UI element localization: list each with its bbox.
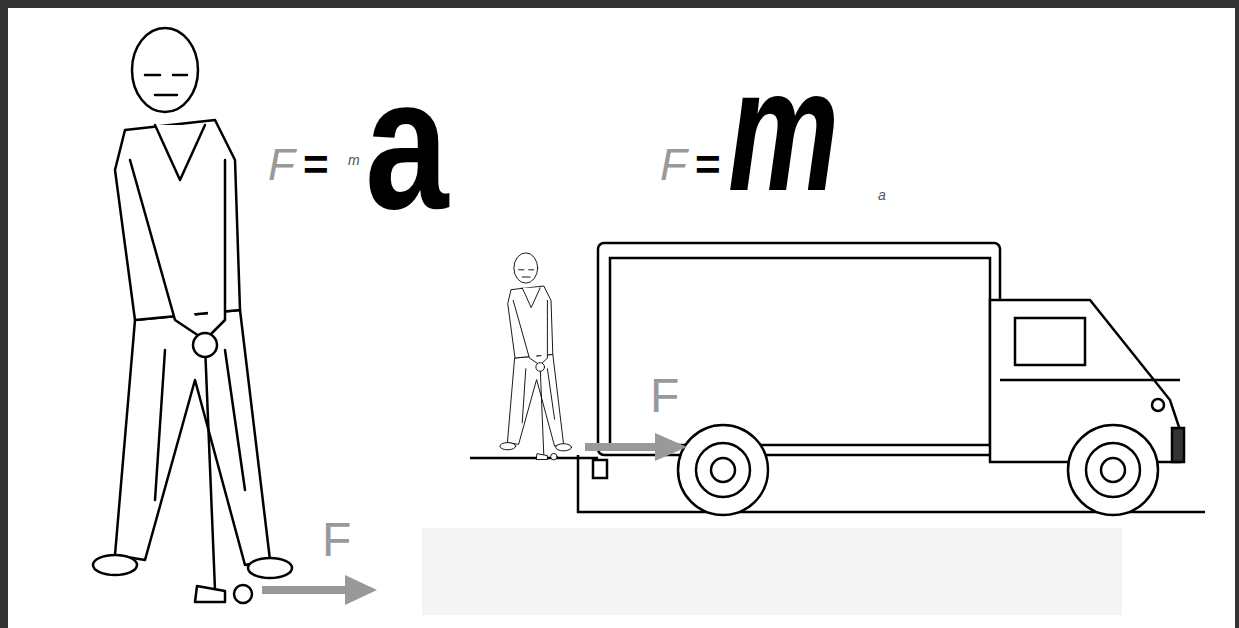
truck [470,243,1205,515]
mass-symbol: m [348,153,360,167]
acceleration-symbol: a [365,49,448,237]
force-label: F [650,372,679,420]
equals-sign: = [695,143,721,187]
ground [8,8,1235,628]
grey-panel [422,528,1122,615]
force-symbol: F [660,143,687,187]
force-label: F [322,516,351,564]
golfer [93,28,292,603]
acceleration-symbol: a [878,188,886,202]
small-golfer [500,253,572,460]
mass-symbol: m [728,42,839,217]
force-symbol: F [268,143,295,187]
force-arrows [262,433,687,605]
equals-sign: = [303,143,329,187]
